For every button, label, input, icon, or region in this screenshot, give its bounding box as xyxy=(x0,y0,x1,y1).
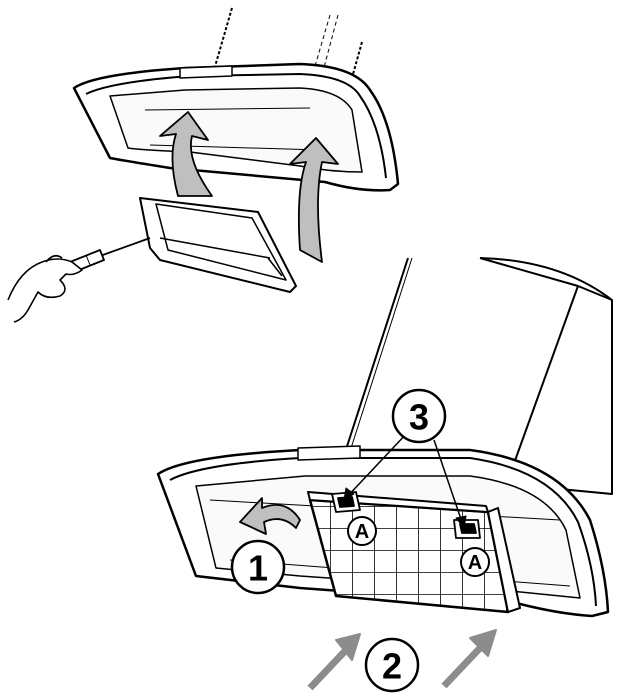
clip-a-right-marker: A xyxy=(460,547,490,577)
diagonal-arrow-icon xyxy=(441,629,497,689)
removed-filter-panel-lip xyxy=(159,237,283,277)
curved-arrow-icon xyxy=(289,137,339,263)
pointer-line-left xyxy=(343,431,409,501)
clip-a-left-marker: A xyxy=(347,516,377,546)
clip-a-left-label: A xyxy=(355,521,369,543)
removed-filter-panel xyxy=(139,197,297,293)
screwdriver-icon xyxy=(69,237,151,273)
hand-icon xyxy=(7,254,83,323)
pointer-line-right xyxy=(433,439,465,529)
top-hood-assembly xyxy=(7,7,400,323)
step-3-marker: 3 xyxy=(391,388,447,444)
step-2-label: 2 xyxy=(382,646,402,687)
curved-arrow-icon xyxy=(239,497,301,535)
chimney-edge-2 xyxy=(507,285,579,481)
bottom-hood-assembly xyxy=(156,257,613,691)
step-3-label: 3 xyxy=(409,397,429,438)
chimney-inner-line xyxy=(343,257,413,471)
clip-right xyxy=(453,519,481,539)
chimney-edge xyxy=(479,257,579,287)
curved-arrow-icon xyxy=(159,111,213,197)
step-2-marker: 2 xyxy=(364,637,420,693)
chimney-edge-3 xyxy=(577,285,613,301)
diagonal-arrow-icon xyxy=(307,633,361,691)
pointer-arrowhead xyxy=(455,515,467,529)
bottom-hood-rim xyxy=(169,457,597,607)
clip-a-right-label: A xyxy=(468,552,482,574)
charcoal-filter-side-edge xyxy=(487,507,521,613)
step-1-marker: 1 xyxy=(230,539,286,595)
top-hood-handle-slot xyxy=(179,65,233,79)
pointer-arrowhead xyxy=(343,487,355,501)
bottom-hood-handle-slot xyxy=(297,445,361,461)
top-hood-inner-line xyxy=(144,107,311,111)
removed-filter-panel-inner xyxy=(155,203,287,281)
top-hood-rim xyxy=(85,73,387,179)
step-1-label: 1 xyxy=(248,548,268,589)
